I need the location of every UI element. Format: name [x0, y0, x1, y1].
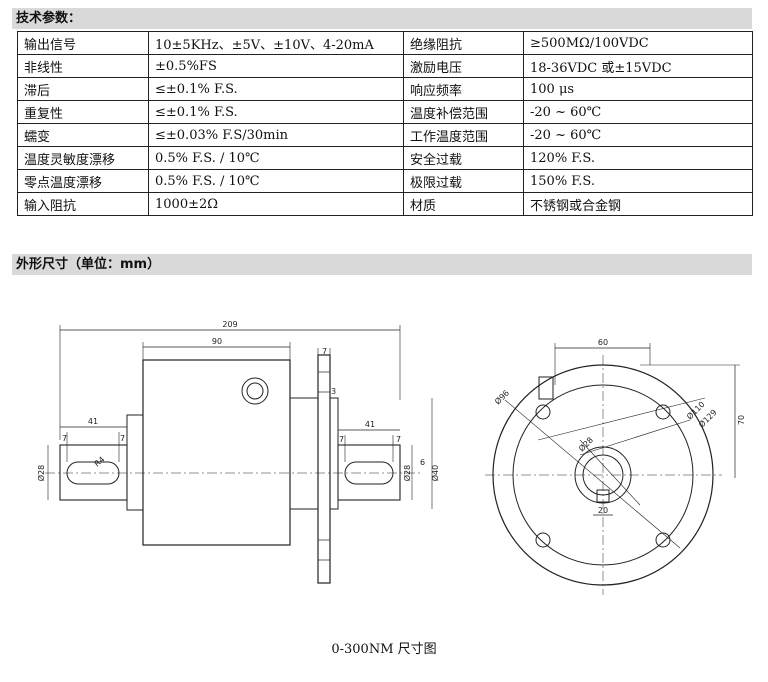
- dim-70: 70: [737, 415, 746, 425]
- side-view: 209 90 7 3 41: [36, 320, 440, 584]
- spec-row: 重复性≤±0.1% F.S.温度补偿范围-20 ~ 60℃: [17, 100, 753, 124]
- dim-90: 90: [212, 337, 222, 346]
- spec-label: 蠕变: [17, 123, 149, 147]
- dim-209: 209: [222, 320, 237, 329]
- dim-41-left: 41: [88, 417, 98, 426]
- spec-label: 非线性: [17, 54, 149, 78]
- spec-label: 重复性: [17, 100, 149, 124]
- spec-label: 温度灵敏度漂移: [17, 146, 149, 170]
- spec-label: 输出信号: [17, 31, 149, 55]
- spec-value: 10±5KHz、±5V、±10V、4-20mA: [148, 31, 404, 55]
- dim-7-right-b: 7: [396, 435, 401, 444]
- dimension-drawing: 209 90 7 3 41: [36, 320, 746, 595]
- dim-7-right-a: 7: [339, 435, 344, 444]
- drawing-caption: 0-300NM 尺寸图: [331, 642, 437, 657]
- spec-value: ±0.5%FS: [148, 54, 404, 78]
- dim-7-left-b: 7: [120, 434, 125, 443]
- spec-label: 激励电压: [403, 54, 524, 78]
- spec-value: ≤±0.1% F.S.: [148, 77, 404, 101]
- spec-label: 零点温度漂移: [17, 169, 149, 193]
- spec-label: 输入阻抗: [17, 192, 149, 216]
- front-view: 60 70 20 Ø96 Ø110 Ø129 Ø28: [485, 338, 746, 595]
- spec-value: -20 ~ 60℃: [523, 100, 753, 124]
- dim-dia28-left: Ø28: [36, 465, 46, 481]
- spec-label: 响应频率: [403, 77, 524, 101]
- dim-7-flange: 7: [322, 347, 327, 356]
- dim-7-left-a: 7: [62, 434, 67, 443]
- dim-d28: Ø28: [576, 435, 595, 454]
- spec-value: 150% F.S.: [523, 169, 753, 193]
- spec-value: -20 ~ 60℃: [523, 123, 753, 147]
- dim-3: 3: [331, 387, 336, 396]
- spec-label: 滞后: [17, 77, 149, 101]
- dim-r4: R4: [93, 455, 107, 469]
- section-title-specs: 技术参数：: [12, 8, 752, 29]
- dim-20: 20: [598, 506, 608, 515]
- dim-60: 60: [598, 338, 608, 347]
- spec-value: ≤±0.1% F.S.: [148, 100, 404, 124]
- dim-6: 6: [420, 458, 425, 467]
- dim-dia28-right: Ø28: [402, 465, 412, 481]
- spec-label: 工作温度范围: [403, 123, 524, 147]
- spec-label: 温度补偿范围: [403, 100, 524, 124]
- spec-value: 0.5% F.S. / 10℃: [148, 146, 404, 170]
- section-title-dimensions: 外形尺寸（单位：mm）: [12, 254, 752, 275]
- spec-label: 安全过载: [403, 146, 524, 170]
- dim-dia40: Ø40: [430, 465, 440, 481]
- spec-value: 120% F.S.: [523, 146, 753, 170]
- spec-value: 1000±2Ω: [148, 192, 404, 216]
- spec-value: ≥500MΩ/100VDC: [523, 31, 753, 55]
- spec-value: ≤±0.03% F.S/30min: [148, 123, 404, 147]
- spec-value: 18-36VDC 或±15VDC: [523, 54, 753, 78]
- spec-label: 极限过载: [403, 169, 524, 193]
- spec-value: 不锈钢或合金钢: [523, 192, 753, 216]
- spec-value: 0.5% F.S. / 10℃: [148, 169, 404, 193]
- spec-label: 绝缘阻抗: [403, 31, 524, 55]
- spec-label: 材质: [403, 192, 524, 216]
- dim-d96: Ø96: [492, 388, 511, 407]
- spec-value: 100 μs: [523, 77, 753, 101]
- dim-41-right: 41: [365, 420, 375, 429]
